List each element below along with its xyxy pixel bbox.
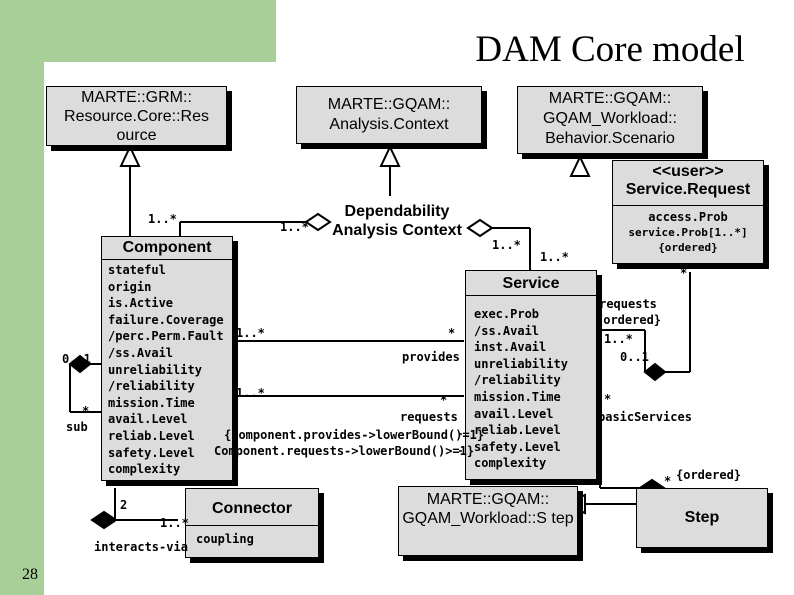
service-request-name: Service.Request [625, 181, 751, 198]
provides-label: provides [402, 350, 460, 364]
service-attr: complexity [474, 456, 547, 471]
component-name: Component [102, 237, 232, 260]
component-attr: origin [108, 279, 152, 294]
mult-label: * [680, 266, 688, 280]
component-attr: /reliability [108, 379, 195, 394]
green-top-bar [44, 0, 276, 62]
service-attributes: exec.Prob /ss.Avail inst.Avail unreliabi… [466, 296, 596, 472]
service-attr: safety.Level [474, 439, 561, 454]
mult-label: 1..* [236, 326, 265, 340]
component-attributes: stateful origin is.Active failure.Covera… [102, 260, 232, 478]
service-attr: mission.Time [474, 389, 561, 404]
service-request-box: <<user>> Service.Request access.Prob ser… [612, 160, 764, 264]
connector-name: Connector [186, 489, 318, 526]
gqam-analysis-label: MARTE::GQAM:: Analysis.Context [327, 96, 451, 133]
requests-ordered-label: requests {ordered} [596, 297, 662, 327]
sub-label: sub [66, 420, 88, 434]
gqam-behavior-label: MARTE::GQAM:: GQAM_Workload:: Behavior.S… [543, 90, 677, 147]
mult-label: 1..* [604, 332, 633, 346]
interacts-via-label: interacts-via [94, 540, 188, 554]
basic-services-label: basicServices [598, 410, 692, 424]
component-attr: /ss.Avail [108, 345, 174, 360]
component-attr: mission.Time [108, 395, 195, 410]
gqam-analysis-box: MARTE::GQAM:: Analysis.Context [296, 86, 482, 144]
mult-label: 2 [120, 498, 128, 512]
mult-label: 1..* [148, 212, 177, 226]
service-box: Service exec.Prob /ss.Avail inst.Avail u… [465, 270, 597, 480]
step-name: Step [684, 509, 720, 526]
mult-label: 1..* [236, 386, 265, 400]
component-attr: reliab.Level [108, 428, 195, 443]
mult-label: 1..* [160, 516, 189, 530]
mult-label: * [440, 393, 448, 407]
component-attr: is.Active [108, 296, 174, 311]
mult-label: 1..* [280, 220, 309, 234]
mult-label: 0..1 [620, 350, 649, 364]
component-attr: stateful [108, 263, 166, 277]
component-attr: safety.Level [108, 445, 195, 460]
service-attr: reliab.Level [474, 423, 561, 438]
component-attr: complexity [108, 462, 181, 477]
grm-resource-box: MARTE::GRM:: Resource.Core::Res ource [46, 86, 227, 146]
mult-label: 1..* [540, 250, 569, 264]
page-number: 28 [22, 566, 38, 583]
service-attr: exec.Prob [474, 307, 540, 321]
step-box: Step [636, 488, 768, 548]
connector-attr: coupling [196, 532, 254, 546]
service-name: Service [466, 271, 596, 296]
mult-label: 1..* [492, 238, 521, 252]
component-attr: avail.Level [108, 412, 188, 427]
mult-label: * [82, 404, 90, 418]
dependability-label: Dependability Analysis Context [332, 203, 462, 239]
requests-label: requests [400, 410, 458, 424]
service-request-attr: access.Prob [648, 210, 728, 224]
constraint-requests: Component.requests->lowerBound()>=1} [214, 444, 475, 458]
grm-resource-label: MARTE::GRM:: Resource.Core::Res ource [64, 89, 209, 144]
component-attr: unreliability [108, 362, 202, 377]
service-request-stereotype: <<user>> [652, 163, 724, 180]
page-title: DAM Core model [475, 29, 745, 70]
constraint-provides: {Component.provides->lowerBound()=1} [224, 428, 485, 442]
mult-label: * [448, 326, 456, 340]
connector-box: Connector coupling [185, 488, 319, 558]
component-attr: /perc.Perm.Fault [108, 329, 224, 344]
component-box: Component stateful origin is.Active fail… [101, 236, 233, 481]
service-attr: avail.Level [474, 406, 554, 421]
green-side-bar [0, 0, 44, 595]
service-request-attr: service.Prob[1..*]{ordered} [628, 226, 748, 254]
service-attr: unreliability [474, 356, 568, 371]
ordered-label: {ordered} [676, 468, 742, 482]
gqam-step-box: MARTE::GQAM:: GQAM_Workload::S tep [398, 486, 578, 556]
gqam-behavior-box: MARTE::GQAM:: GQAM_Workload:: Behavior.S… [517, 86, 703, 154]
service-attr: /reliability [474, 373, 561, 388]
service-attr: /ss.Avail [474, 323, 540, 338]
gqam-step-label: MARTE::GQAM:: GQAM_Workload::S tep [402, 491, 574, 527]
component-attr: failure.Coverage [108, 312, 224, 327]
service-attr: inst.Avail [474, 340, 547, 355]
mult-label: * [664, 474, 672, 488]
mult-label: * [604, 392, 612, 406]
mult-label: 0..1 [62, 352, 91, 366]
